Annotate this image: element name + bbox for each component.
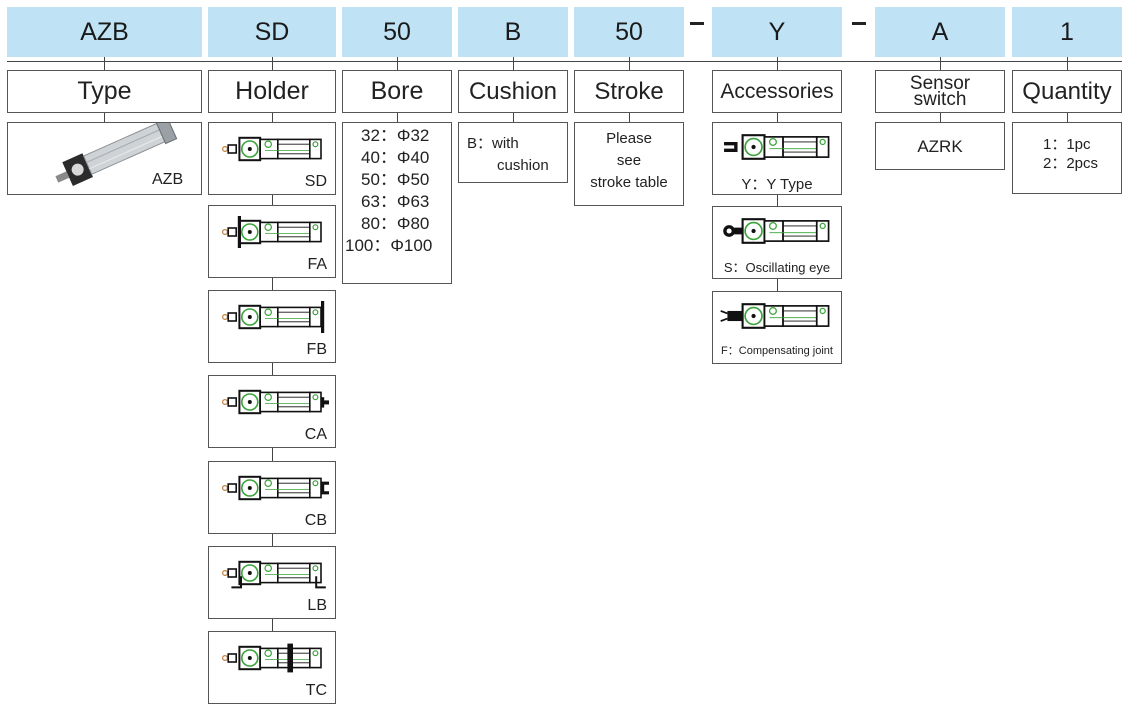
- accessory-caption: S：Oscillating eye: [723, 260, 831, 275]
- cushion-line1: B：with: [467, 135, 519, 152]
- label-stroke: Stroke: [574, 70, 684, 113]
- holder-caption: TC: [305, 682, 327, 699]
- holder-caption: FA: [307, 256, 327, 273]
- cylinder-drawing-icon: [723, 218, 830, 244]
- label-holder: Holder: [208, 70, 336, 113]
- connector: [272, 57, 273, 70]
- stroke-line3: stroke table: [590, 174, 668, 191]
- bore-option: 63：Φ63: [361, 192, 430, 211]
- code-stroke: 50: [574, 7, 684, 57]
- code-sensor: A: [875, 7, 1005, 57]
- holder-caption: CB: [304, 512, 327, 529]
- bore-options-box: 32：Φ32 40：Φ40 50：Φ50 63：Φ63 80：Φ80 100：Φ…: [342, 122, 452, 284]
- connector: [397, 57, 398, 70]
- connector: [1067, 113, 1068, 122]
- holder-caption: SD: [304, 173, 327, 190]
- separator-dash: [852, 22, 866, 25]
- code-type: AZB: [7, 7, 202, 57]
- connector: [777, 113, 778, 122]
- cylinder-drawing-icon: [222, 389, 329, 415]
- label-accessories: Accessories: [712, 70, 842, 113]
- cylinder-drawing-icon: [222, 301, 325, 333]
- holder-option-fb: FB: [208, 290, 336, 363]
- cylinder-drawing-icon: [222, 216, 322, 248]
- stroke-option-box: Please see stroke table: [574, 122, 684, 206]
- connector: [940, 113, 941, 122]
- connector: [104, 113, 105, 122]
- bore-option: 100：Φ100: [345, 236, 433, 255]
- bore-option: 32：Φ32: [361, 126, 430, 145]
- connector: [104, 57, 105, 70]
- bore-option: 50：Φ50: [361, 170, 430, 189]
- connector: [629, 57, 630, 70]
- cylinder-drawing-icon: [222, 475, 329, 501]
- stroke-line2: see: [616, 152, 642, 169]
- cushion-option-box: B：with cushion: [458, 122, 568, 183]
- divider-line: [7, 61, 1122, 62]
- stroke-line1: Please: [606, 130, 652, 147]
- accessory-caption: Y：Y Type: [741, 176, 813, 193]
- connector: [629, 113, 630, 122]
- accessory-option-s: S：Oscillating eye: [712, 206, 842, 279]
- quantity-option: 1：1pc: [1043, 136, 1091, 153]
- connector: [272, 113, 273, 122]
- code-quantity: 1: [1012, 7, 1122, 57]
- label-sensor-switch: Sensor switch: [875, 70, 1005, 113]
- cylinder-photo-icon: [55, 123, 178, 186]
- quantity-option-box: 1：1pc 2：2pcs: [1012, 122, 1122, 194]
- connector: [1067, 57, 1068, 70]
- accessory-option-y: Y：Y Type: [712, 122, 842, 195]
- cylinder-drawing-icon: [222, 136, 322, 162]
- holder-caption: FB: [306, 341, 327, 358]
- cushion-line2: cushion: [497, 157, 549, 174]
- accessory-caption: F：Compensating joint: [721, 345, 833, 357]
- quantity-option: 2：2pcs: [1043, 155, 1099, 172]
- label-cushion: Cushion: [458, 70, 568, 113]
- bore-option: 80：Φ80: [361, 214, 430, 233]
- label-bore: Bore: [342, 70, 452, 113]
- label-type: Type: [7, 70, 202, 113]
- code-accessories: Y: [712, 7, 842, 57]
- connector: [513, 57, 514, 70]
- connector: [513, 113, 514, 122]
- holder-option-sd: SD: [208, 122, 336, 195]
- holder-option-cb: CB: [208, 461, 336, 534]
- holder-caption: CA: [304, 426, 327, 443]
- cylinder-drawing-icon: [222, 643, 322, 673]
- label-sensor-line1: Sensor: [909, 72, 971, 94]
- holder-option-fa: FA: [208, 205, 336, 278]
- separator-dash: [690, 22, 704, 25]
- connector: [397, 113, 398, 122]
- holder-caption: LB: [307, 597, 327, 614]
- type-option-caption: AZB: [152, 171, 184, 188]
- holder-option-tc: TC: [208, 631, 336, 704]
- code-cushion: B: [458, 7, 568, 57]
- holder-option-lb: LB: [208, 546, 336, 619]
- accessory-option-f: F：Compensating joint: [712, 291, 842, 364]
- cylinder-drawing-icon: [720, 303, 830, 329]
- connector: [940, 57, 941, 70]
- label-quantity: Quantity: [1012, 70, 1122, 113]
- code-holder: SD: [208, 7, 336, 57]
- holder-option-ca: CA: [208, 375, 336, 448]
- code-bore: 50: [342, 7, 452, 57]
- bore-option: 40：Φ40: [361, 148, 430, 167]
- cylinder-drawing-icon: [724, 134, 830, 160]
- connector: [777, 57, 778, 70]
- label-sensor-line2: switch: [913, 88, 967, 110]
- cylinder-drawing-icon: [222, 560, 326, 589]
- sensor-option-box: AZRK: [875, 122, 1005, 170]
- type-option-box: AZB: [7, 122, 202, 195]
